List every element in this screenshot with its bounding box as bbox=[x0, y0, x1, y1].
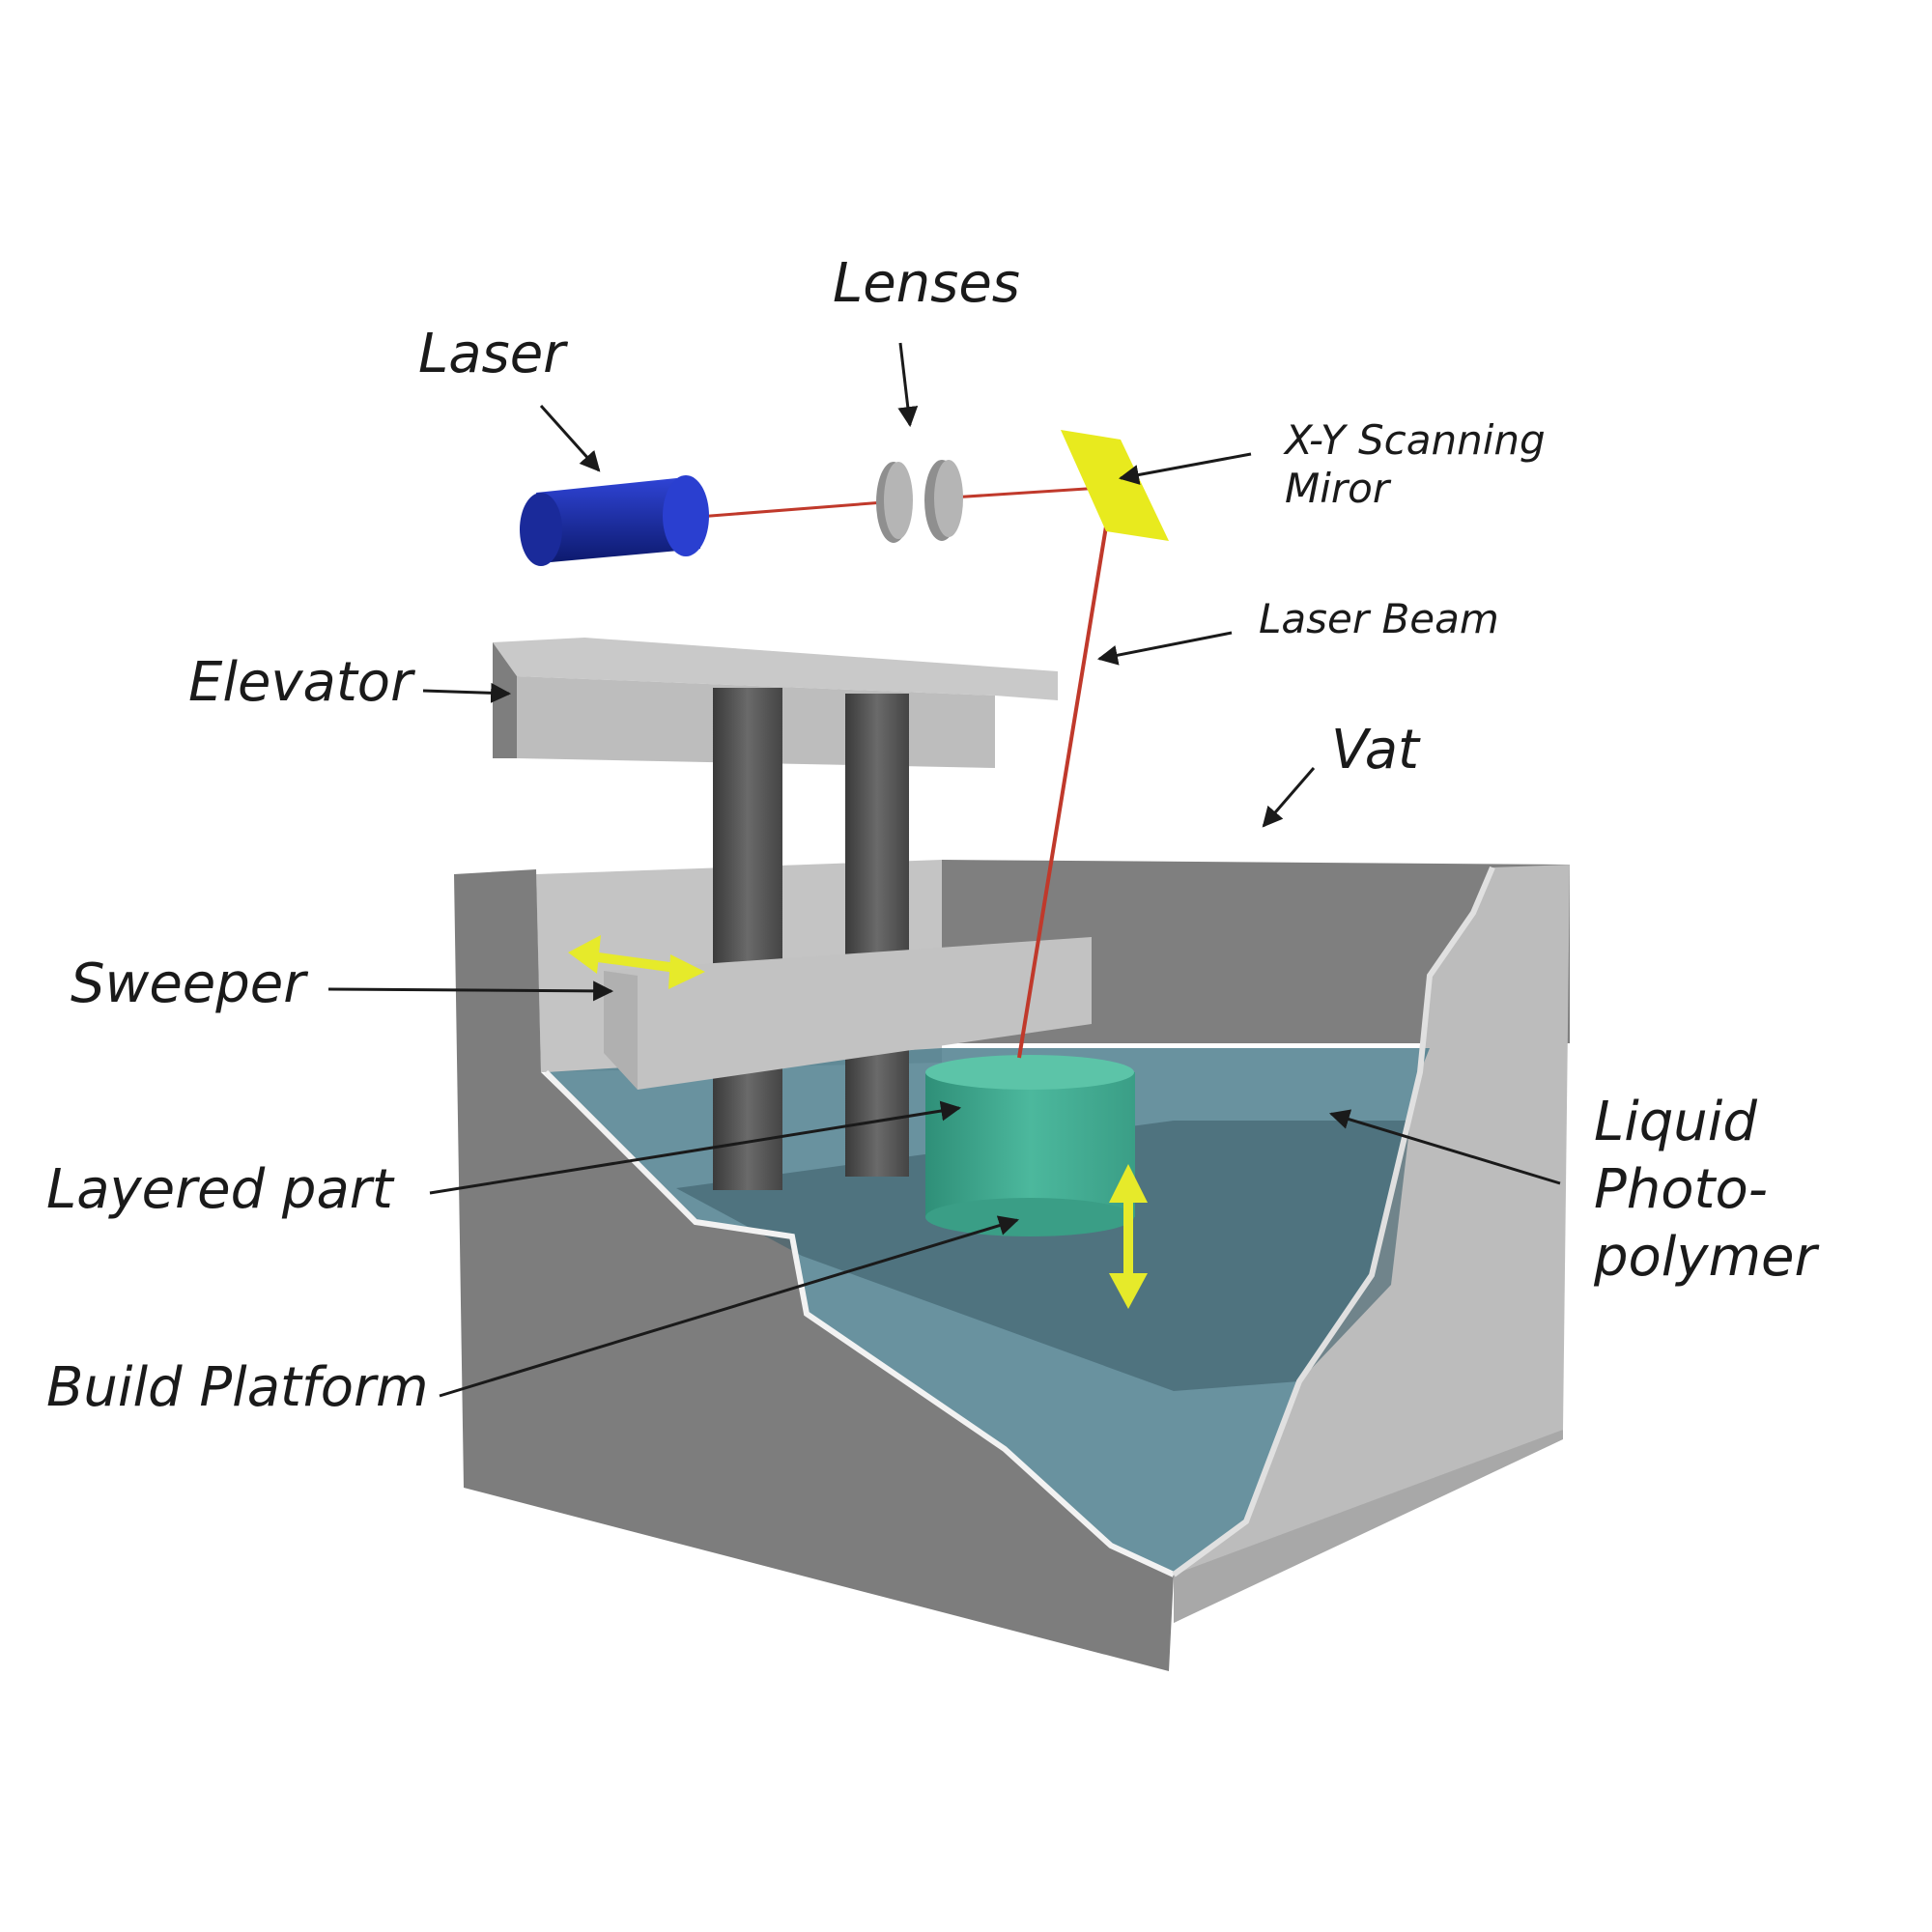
label-mirror-line2: Miror bbox=[1285, 465, 1392, 512]
laser-source bbox=[520, 475, 709, 566]
label-liquid-line1: Liquid bbox=[1594, 1091, 1757, 1153]
elevator-post-left bbox=[713, 688, 782, 1190]
part-bottom bbox=[925, 1198, 1134, 1236]
platform-motion-arrow bbox=[1109, 1164, 1148, 1309]
label-liquid-line2: Photo- bbox=[1594, 1158, 1768, 1221]
part-body bbox=[925, 1072, 1135, 1217]
leader-vat bbox=[1262, 767, 1316, 828]
elevator-post-right bbox=[845, 694, 909, 1177]
label-liquid-line3: polymer bbox=[1593, 1226, 1820, 1289]
resin-inner-block bbox=[676, 1121, 1410, 1391]
leader-build-platform bbox=[439, 1215, 1020, 1398]
leader-liquid bbox=[1328, 1109, 1561, 1185]
label-sweeper: Sweeper bbox=[71, 952, 308, 1015]
label-vat: Vat bbox=[1331, 719, 1421, 781]
lens-2-face bbox=[934, 460, 963, 537]
leader-mirror bbox=[1118, 452, 1252, 485]
label-mirror-line1: X-Y Scanning bbox=[1283, 416, 1546, 464]
laser-back-cap bbox=[520, 493, 562, 566]
beam-laser-to-lens bbox=[685, 500, 885, 520]
label-build-platform: Build Platform bbox=[46, 1356, 429, 1419]
vat-right-face bbox=[1174, 865, 1570, 1623]
lens-1-face bbox=[884, 462, 913, 539]
vat-bottom-edge bbox=[1174, 1430, 1563, 1623]
vat-cut-edge-left bbox=[543, 1069, 1176, 1577]
sweeper-top bbox=[604, 937, 1092, 1090]
layered-part bbox=[925, 1055, 1135, 1236]
leader-lines bbox=[327, 342, 1561, 1398]
beam-lens-to-mirror bbox=[951, 486, 1102, 499]
elevator bbox=[493, 638, 1058, 1190]
labels: Laser Lenses X-Y Scanning Miror Laser Be… bbox=[46, 252, 1820, 1419]
elevator-top bbox=[493, 638, 1058, 700]
xy-scanning-mirror bbox=[1061, 430, 1169, 541]
leader-sweeper bbox=[327, 980, 614, 1002]
lenses bbox=[876, 460, 963, 543]
label-layered-part: Layered part bbox=[46, 1158, 395, 1221]
laser-front-cap bbox=[663, 475, 709, 556]
laser-beam bbox=[1017, 526, 1108, 1059]
vat-back-wall bbox=[942, 860, 1570, 1043]
label-laser-beam: Laser Beam bbox=[1259, 595, 1499, 642]
label-elevator: Elevator bbox=[188, 651, 415, 714]
leader-lenses bbox=[897, 342, 919, 428]
vat-front-face bbox=[454, 869, 1174, 1671]
leader-laser bbox=[539, 404, 601, 472]
label-laser: Laser bbox=[418, 323, 568, 385]
vat-cut-edge-right bbox=[1172, 866, 1495, 1577]
label-lenses: Lenses bbox=[833, 252, 1020, 315]
laser-assembly bbox=[520, 430, 1169, 1059]
leader-layered-part bbox=[429, 1100, 962, 1195]
leader-laser-beam bbox=[1096, 631, 1233, 666]
leader-elevator bbox=[422, 682, 512, 703]
laser-body bbox=[536, 477, 700, 562]
sweeper-motion-arrow bbox=[568, 935, 705, 989]
part-top bbox=[925, 1055, 1134, 1090]
